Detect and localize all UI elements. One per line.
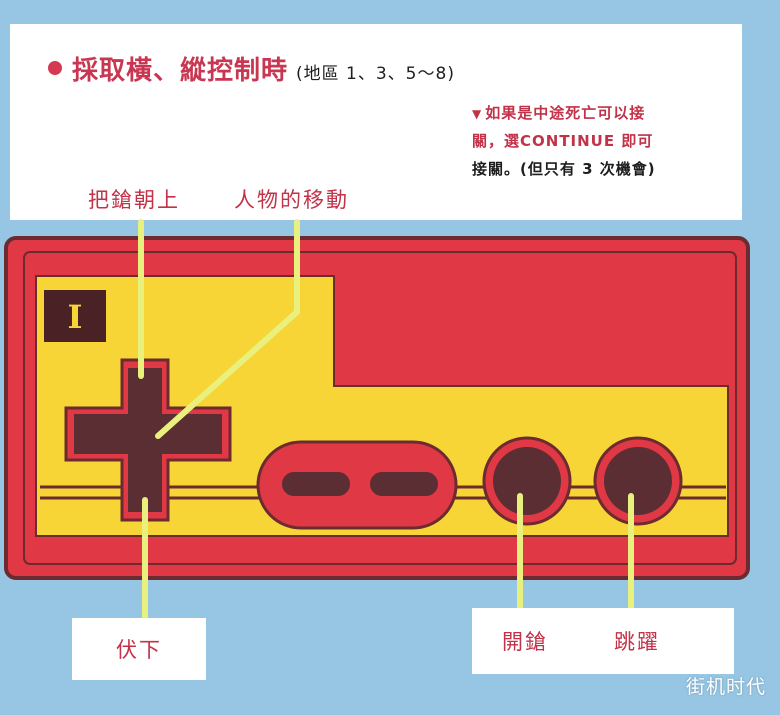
pointer-lines [138, 219, 634, 623]
bullet-dot-icon [48, 61, 62, 75]
note-line-2: 關，選CONTINUE 即可 [472, 131, 654, 150]
a-button [593, 436, 683, 526]
heading-maps: (地區 1、3、5～8) [296, 64, 455, 84]
select-start-buttons [256, 440, 458, 530]
dpad-icon [64, 358, 232, 522]
label-jump-text: 跳躍 [614, 630, 660, 654]
heading: 採取橫、縱控制時 (地區 1、3、5～8) [48, 50, 455, 87]
controller-inner-border [23, 251, 737, 565]
label-action-box: 開鎗 跳躍 [472, 608, 734, 674]
watermark: 街机时代 [685, 676, 766, 698]
select-button [282, 472, 350, 496]
label-move: 人物的移動 [234, 188, 349, 212]
title-panel [10, 24, 742, 220]
heading-title: 採取橫、縱控制時 [72, 56, 289, 86]
note-line-1: 如果是中途死亡可以接 [485, 104, 646, 122]
start-button [370, 472, 438, 496]
port-mark-box [44, 290, 106, 342]
label-crouch-text: 伏下 [116, 638, 162, 662]
pointer-move [155, 219, 300, 439]
label-fire-text: 開鎗 [502, 630, 548, 654]
port-mark: I [68, 298, 83, 336]
label-aim-up: 把鎗朝上 [88, 188, 180, 212]
note-line-3: 接關。(但只有 3 次機會) [472, 159, 656, 178]
triangle-down-icon: ▼ [472, 107, 483, 121]
continue-note: ▼如果是中途死亡可以接 關，選CONTINUE 即可 接關。(但只有 3 次機會… [472, 100, 734, 183]
b-button [482, 436, 572, 526]
label-crouch: 伏下 [72, 618, 206, 680]
